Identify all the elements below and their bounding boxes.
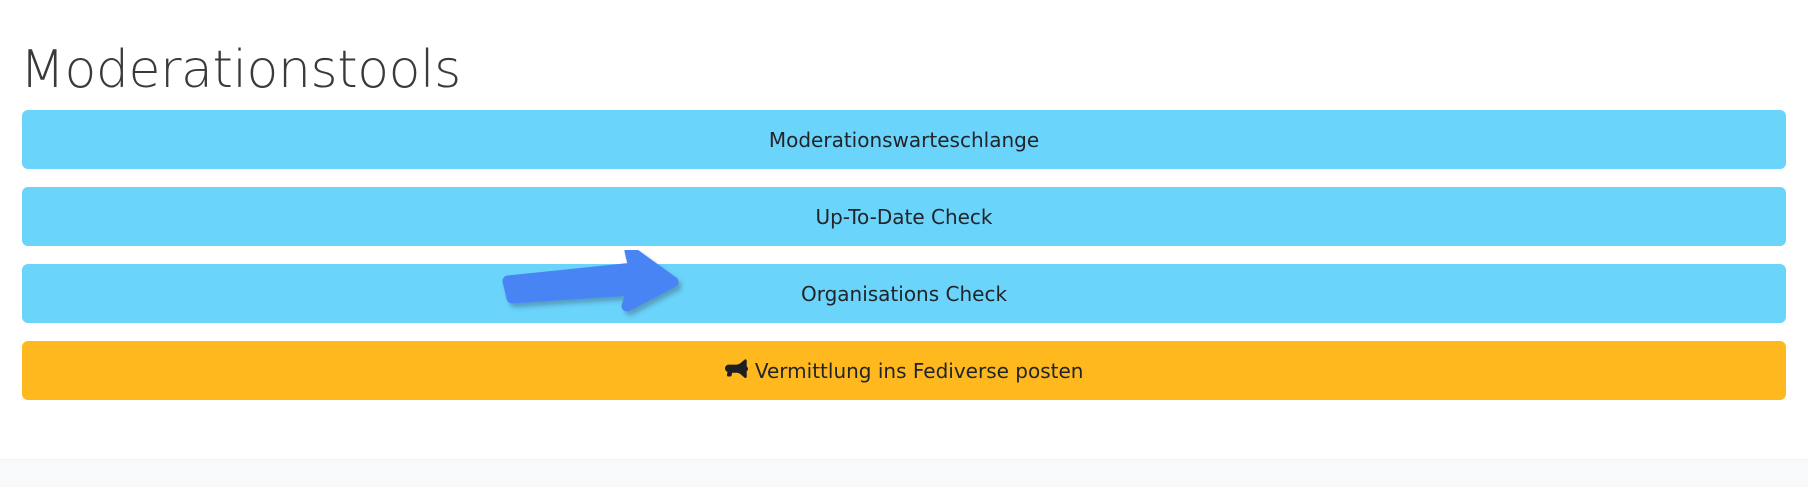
organisations-check-button[interactable]: Organisations Check	[22, 264, 1786, 323]
megaphone-icon	[724, 344, 748, 378]
post-to-fediverse-button[interactable]: Vermittlung ins Fediverse posten	[22, 341, 1786, 400]
post-to-fediverse-button-label: Vermittlung ins Fediverse posten	[754, 359, 1084, 383]
page-title: Moderationstools	[20, 39, 461, 100]
footer-strip	[0, 459, 1808, 487]
moderation-queue-button-label: Moderationswarteschlange	[768, 128, 1040, 152]
organisations-check-button-label: Organisations Check	[800, 282, 1008, 306]
moderation-queue-button[interactable]: Moderationswarteschlange	[22, 110, 1786, 169]
up-to-date-check-button-label: Up-To-Date Check	[815, 205, 993, 229]
moderation-tools-button-list: Moderationswarteschlange Up-To-Date Chec…	[22, 110, 1786, 418]
up-to-date-check-button[interactable]: Up-To-Date Check	[22, 187, 1786, 246]
